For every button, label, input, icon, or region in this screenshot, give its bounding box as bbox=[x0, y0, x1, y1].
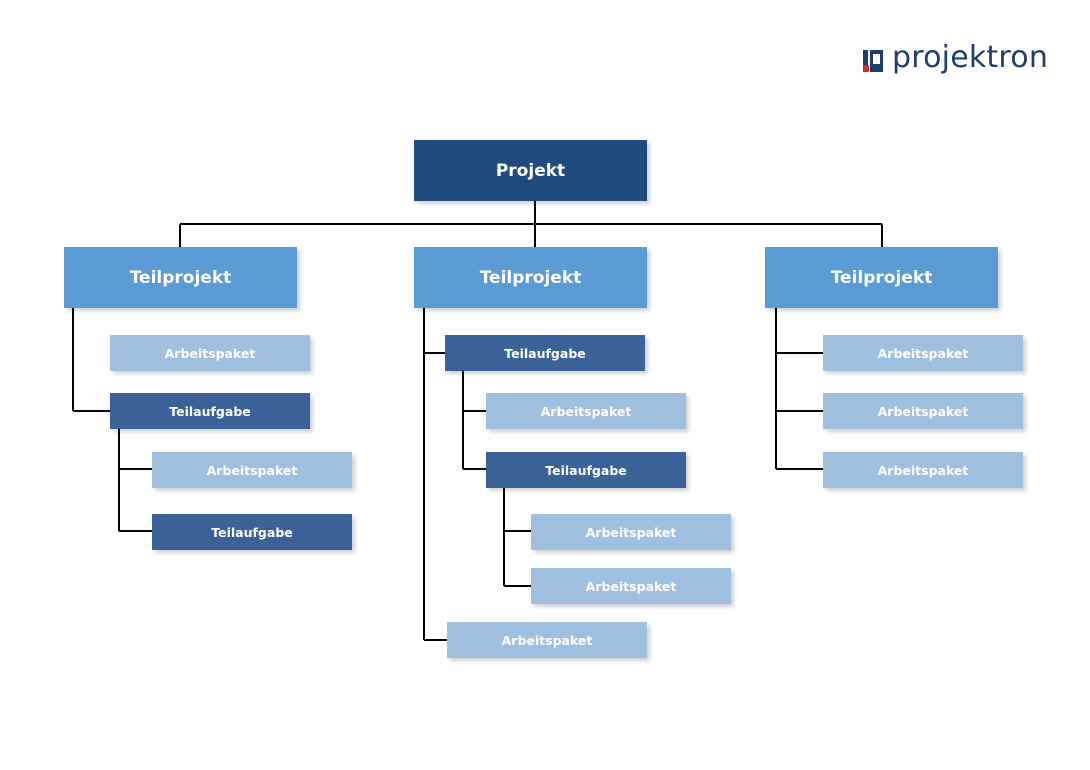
work-package-node: Arbeitspaket bbox=[531, 514, 731, 550]
work-package-label: Arbeitspaket bbox=[877, 403, 969, 419]
work-package-node: Arbeitspaket bbox=[486, 393, 686, 429]
work-package-label: Arbeitspaket bbox=[164, 345, 256, 361]
subproject-label: Teilprojekt bbox=[129, 267, 232, 288]
work-package-label: Arbeitspaket bbox=[877, 462, 969, 478]
work-package-node: Arbeitspaket bbox=[823, 393, 1023, 429]
work-package-node: Arbeitspaket bbox=[110, 335, 310, 371]
subproject-label: Teilprojekt bbox=[830, 267, 933, 288]
work-package-node: Arbeitspaket bbox=[447, 622, 647, 658]
subproject-node-2: Teilprojekt bbox=[414, 247, 647, 308]
subproject-label: Teilprojekt bbox=[479, 267, 582, 288]
project-node: Projekt bbox=[414, 140, 647, 201]
subtask-label: Teilaufgabe bbox=[504, 345, 586, 361]
work-package-node: Arbeitspaket bbox=[823, 335, 1023, 371]
subtask-label: Teilaufgabe bbox=[169, 403, 251, 419]
subtask-node: Teilaufgabe bbox=[486, 452, 686, 488]
subtask-node: Teilaufgabe bbox=[152, 514, 352, 550]
work-package-label: Arbeitspaket bbox=[206, 462, 298, 478]
work-package-label: Arbeitspaket bbox=[585, 578, 677, 594]
logo-mark-icon bbox=[863, 50, 883, 72]
project-label: Projekt bbox=[495, 160, 566, 181]
work-package-label: Arbeitspaket bbox=[501, 632, 593, 648]
subtask-node: Teilaufgabe bbox=[445, 335, 645, 371]
subtask-label: Teilaufgabe bbox=[545, 462, 627, 478]
subproject-node-3: Teilprojekt bbox=[765, 247, 998, 308]
subtask-label: Teilaufgabe bbox=[211, 524, 293, 540]
work-package-label: Arbeitspaket bbox=[877, 345, 969, 361]
work-package-node: Arbeitspaket bbox=[152, 452, 352, 488]
work-package-label: Arbeitspaket bbox=[585, 524, 677, 540]
work-package-node: Arbeitspaket bbox=[531, 568, 731, 604]
work-package-node: Arbeitspaket bbox=[823, 452, 1023, 488]
subproject-node-1: Teilprojekt bbox=[64, 247, 297, 308]
logo-text: projektron bbox=[892, 40, 1049, 75]
work-package-label: Arbeitspaket bbox=[540, 403, 632, 419]
subtask-node: Teilaufgabe bbox=[110, 393, 310, 429]
